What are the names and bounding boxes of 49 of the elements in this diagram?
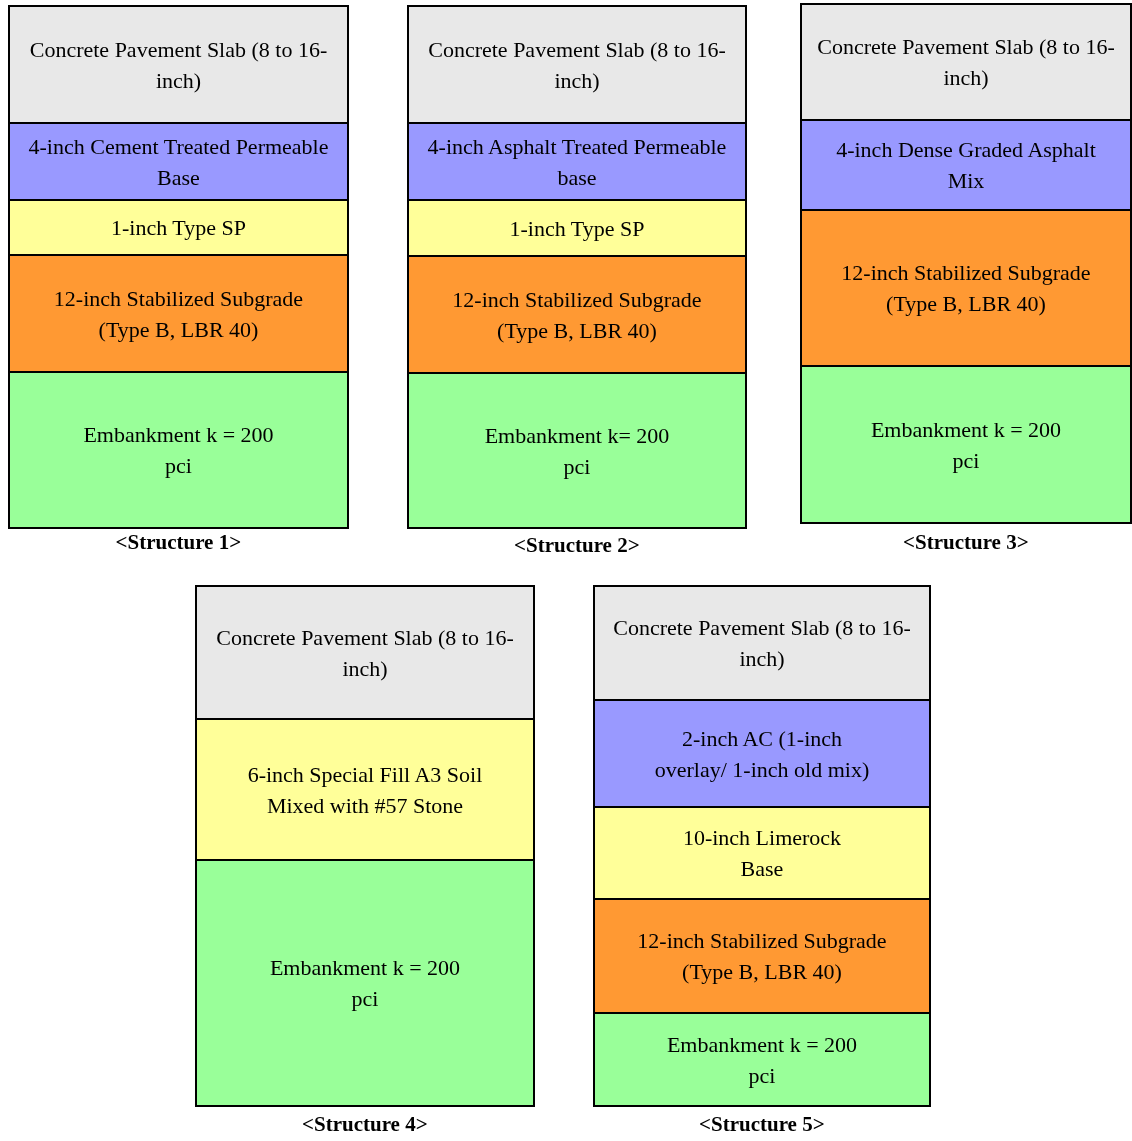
base-layer [407,122,747,201]
layer-label: Embankment k = 200 pci [665,1030,859,1090]
subgrade-layer [407,255,747,374]
structure-caption: <Structure 4> [302,1112,428,1137]
subgrade-layer [8,254,349,373]
layer-label: Concrete Pavement Slab (8 to 16-inch) [28,35,329,95]
embankment-layer [8,371,349,529]
structure-caption: <Structure 2> [514,533,640,558]
structure-caption: <Structure 3> [903,530,1029,555]
layer-label: Embankment k = 200 pci [82,421,275,480]
fill-layer [407,199,747,257]
slab-layer [407,5,747,124]
slab-layer [195,585,535,720]
layer-label: Embankment k= 200 pci [483,421,671,481]
layer-label: Embankment k = 200 pci [268,954,462,1013]
layer-label: 4-inch Cement Treated Permeable Base [28,132,329,192]
embankment-layer [195,859,535,1107]
fill-layer [593,806,931,900]
embankment-layer [593,1012,931,1107]
layer-label: Concrete Pavement Slab (8 to 16-inch) [215,623,515,683]
layer-label: 1-inch Type SP [509,214,645,243]
subgrade-layer [593,898,931,1014]
layer-label: 12-inch Stabilized Subgrade (Type B, LBR 40) [841,259,1091,318]
layer-label: Concrete Pavement Slab (8 to 16-inch) [612,614,912,673]
slab-layer [8,5,349,124]
layer-label: 12-inch Stabilized Subgrade (Type B, LBR 40) [637,927,887,986]
structure-caption: <Structure 5> [699,1112,825,1137]
subgrade-layer [800,209,1132,367]
embankment-layer [407,372,747,529]
base-layer [593,699,931,808]
fill-layer [195,718,535,861]
layer-label: 6-inch Special Fill A3 Soil Mixed with #57 Stone [246,760,484,820]
layer-label: 4-inch Asphalt Treated Permeable base [427,132,727,192]
layer-label: Concrete Pavement Slab (8 to 16-inch) [427,35,727,95]
layer-label: Concrete Pavement Slab (8 to 16-inch) [816,33,1116,92]
base-layer [800,119,1132,211]
slab-layer [593,585,931,701]
layer-label: 2-inch AC (1-inch overlay/ 1-inch old mix) [653,724,871,784]
layer-label: 12-inch Stabilized Subgrade (Type B, LBR 40) [53,284,304,344]
embankment-layer [800,365,1132,524]
fill-layer [8,199,349,256]
structure-caption: <Structure 1> [115,530,242,555]
layer-label: 12-inch Stabilized Subgrade (Type B, LBR 40) [452,285,702,345]
layer-label: Embankment k = 200 pci [869,415,1063,475]
layer-label: 10-inch Limerock Base [681,824,843,883]
layer-label: 4-inch Dense Graded Asphalt Mix [835,136,1097,195]
slab-layer [800,3,1132,121]
layer-label: 1-inch Type SP [111,214,246,242]
base-layer [8,122,349,201]
